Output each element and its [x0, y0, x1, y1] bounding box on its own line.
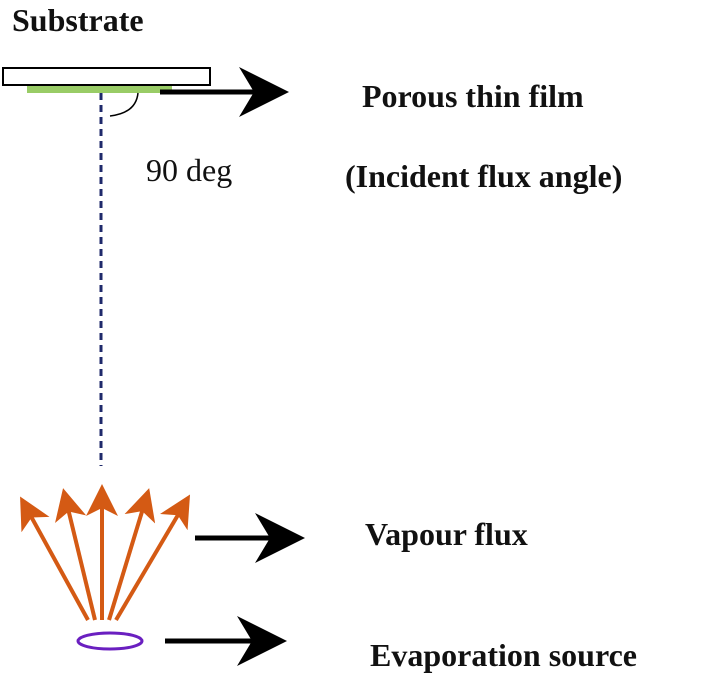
porous-thin-film — [27, 86, 172, 93]
evaporation-source-label: Evaporation source — [370, 637, 637, 673]
vapour-flux-label: Vapour flux — [365, 516, 528, 552]
evaporation-source-icon — [76, 631, 144, 651]
angle-arc — [109, 92, 139, 117]
vapour-arrow-2 — [55, 488, 97, 621]
vapour-arrow-1 — [20, 496, 90, 621]
angle-value-label: 90 deg — [146, 152, 233, 188]
vapour-flux-arrows — [20, 484, 191, 622]
substrate-plate — [2, 67, 211, 86]
porous-film-label: Porous thin film — [362, 78, 584, 114]
vapour-arrow-4 — [107, 488, 156, 621]
vapour-arrow-5 — [114, 494, 191, 622]
incident-angle-label: (Incident flux angle) — [345, 158, 623, 194]
substrate-label: Substrate — [12, 2, 144, 38]
